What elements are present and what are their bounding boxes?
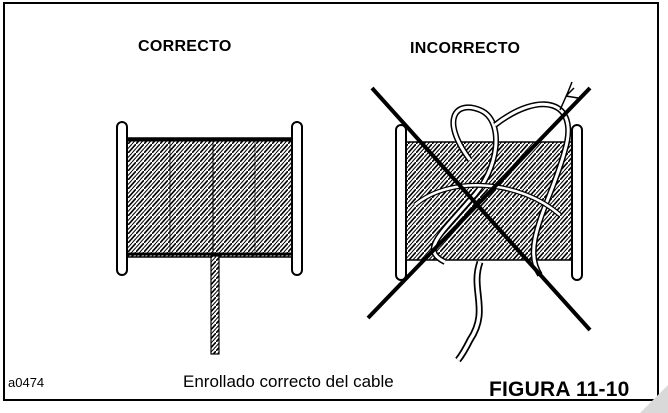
image-code: a0474 [8,375,45,390]
incorrect-spool-drawing [366,81,592,363]
correct-spool-drawing [116,121,303,355]
figure-number: FIGURA 11-10 [489,378,630,401]
correct-heading: CORRECTO [138,38,232,55]
page-curl [640,385,668,413]
incorrect-heading: INCORRECTO [410,40,521,57]
figure-caption: Enrollado correcto del cable [183,372,394,391]
